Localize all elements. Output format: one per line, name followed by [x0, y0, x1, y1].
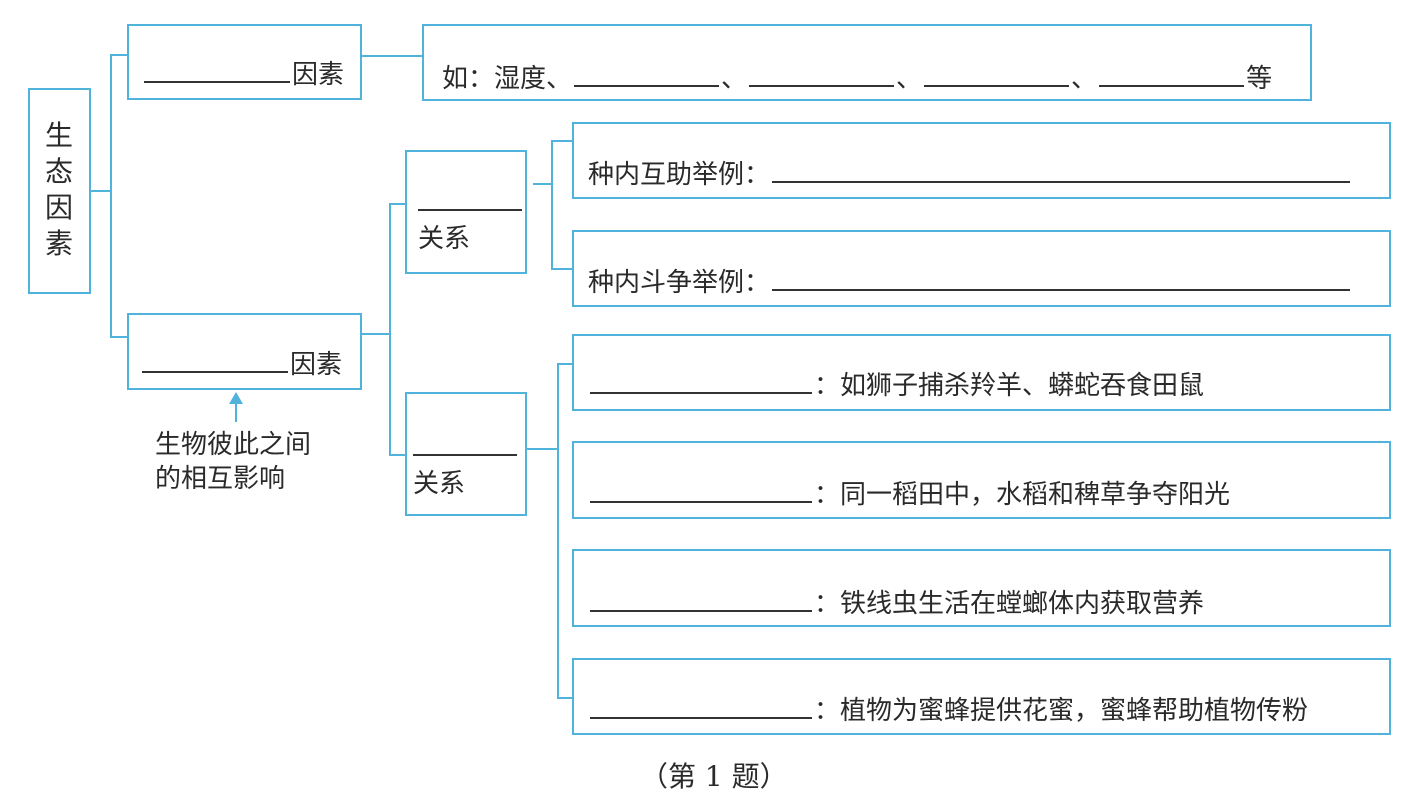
root-char: 因	[44, 191, 73, 224]
connector	[90, 190, 112, 192]
answer-blank[interactable]	[574, 84, 720, 87]
answer-blank[interactable]	[1099, 84, 1245, 87]
sep: 、	[896, 64, 923, 94]
answer-blank[interactable]	[590, 391, 812, 394]
inter-parasitism-box	[572, 549, 1391, 627]
answer-blank[interactable]	[418, 208, 522, 211]
intra-mutual-aid-text: 种内互助举例：	[588, 160, 1352, 190]
connector	[361, 55, 423, 57]
answer-blank[interactable]	[144, 80, 290, 83]
inter-parasitism-text: ：铁线虫生活在螳螂体内获取营养	[590, 589, 1204, 619]
connector	[551, 140, 573, 142]
prefix: 如：湿度、	[442, 64, 573, 94]
text: ：铁线虫生活在螳螂体内获取营养	[814, 589, 1205, 619]
connector	[361, 333, 391, 335]
root-char: 生	[44, 119, 73, 152]
inter-mutualism-text: ：植物为蜜蜂提供花蜜，蜜蜂帮助植物传粉	[590, 696, 1308, 726]
text: ：如狮子捕杀羚羊、蟒蛇吞食田鼠	[814, 371, 1205, 401]
sep: 、	[1071, 64, 1098, 94]
answer-blank[interactable]	[590, 609, 812, 612]
label: 种内斗争举例：	[588, 268, 771, 298]
inter-competition-box	[572, 441, 1391, 519]
note-line: 的相互影响	[155, 464, 286, 494]
suffix: 因素	[290, 350, 343, 380]
arrow-up-icon	[229, 392, 243, 422]
root-char: 态	[44, 155, 73, 188]
connector	[389, 203, 406, 205]
root-box-ecological-factors	[28, 88, 91, 294]
suffix: 关系	[413, 469, 466, 499]
abiotic-factor-label: 因素	[142, 60, 344, 90]
answer-blank[interactable]	[590, 500, 812, 503]
answer-blank[interactable]	[413, 453, 517, 456]
connector	[557, 363, 573, 365]
answer-blank[interactable]	[772, 180, 1351, 183]
connector	[110, 54, 112, 338]
connector	[551, 268, 573, 270]
suffix: 关系	[418, 224, 471, 254]
intra-competition-box	[572, 230, 1391, 307]
intraspecific-label: 关系	[418, 185, 522, 257]
answer-blank[interactable]	[590, 716, 812, 719]
note-line: 生物彼此之间	[155, 430, 312, 460]
inter-competition-text: ：同一稻田中，水稻和稗草争夺阳光	[590, 480, 1230, 510]
abiotic-examples-text: 如：湿度、 、 、 、 等	[442, 64, 1272, 94]
abiotic-examples-box	[422, 24, 1312, 101]
connector	[110, 336, 128, 338]
intraspecific-box	[405, 150, 527, 274]
answer-blank[interactable]	[772, 288, 1351, 291]
root-char: 素	[44, 227, 73, 260]
suffix: 因素	[292, 60, 345, 90]
answer-blank[interactable]	[924, 84, 1070, 87]
abiotic-factor-box	[127, 24, 362, 100]
inter-predation-text: ：如狮子捕杀羚羊、蟒蛇吞食田鼠	[590, 371, 1204, 401]
intra-mutual-aid-box	[572, 122, 1391, 199]
connector	[533, 183, 553, 185]
connector	[557, 363, 559, 699]
connector	[389, 203, 391, 456]
interspecific-label: 关系	[413, 430, 517, 502]
biotic-factor-box	[127, 313, 362, 390]
connector	[551, 140, 553, 270]
root-label: 生 态 因 素	[44, 118, 74, 262]
answer-blank[interactable]	[749, 84, 895, 87]
inter-mutualism-box	[572, 658, 1391, 735]
connector	[527, 448, 559, 450]
text: ：植物为蜜蜂提供花蜜，蜜蜂帮助植物传粉	[814, 696, 1309, 726]
text: ：同一稻田中，水稻和稗草争夺阳光	[814, 480, 1231, 510]
connector	[389, 454, 406, 456]
suffix: 等	[1246, 64, 1273, 94]
biotic-note: 生物彼此之间 的相互影响	[155, 428, 311, 496]
inter-predation-box	[572, 334, 1391, 411]
sep: 、	[721, 64, 748, 94]
intra-competition-text: 种内斗争举例：	[588, 268, 1352, 298]
figure-caption: （第 1 题）	[640, 760, 788, 793]
label: 种内互助举例：	[588, 160, 771, 190]
connector	[110, 54, 128, 56]
answer-blank[interactable]	[142, 370, 288, 373]
biotic-factor-label: 因素	[140, 350, 342, 380]
connector	[557, 697, 573, 699]
